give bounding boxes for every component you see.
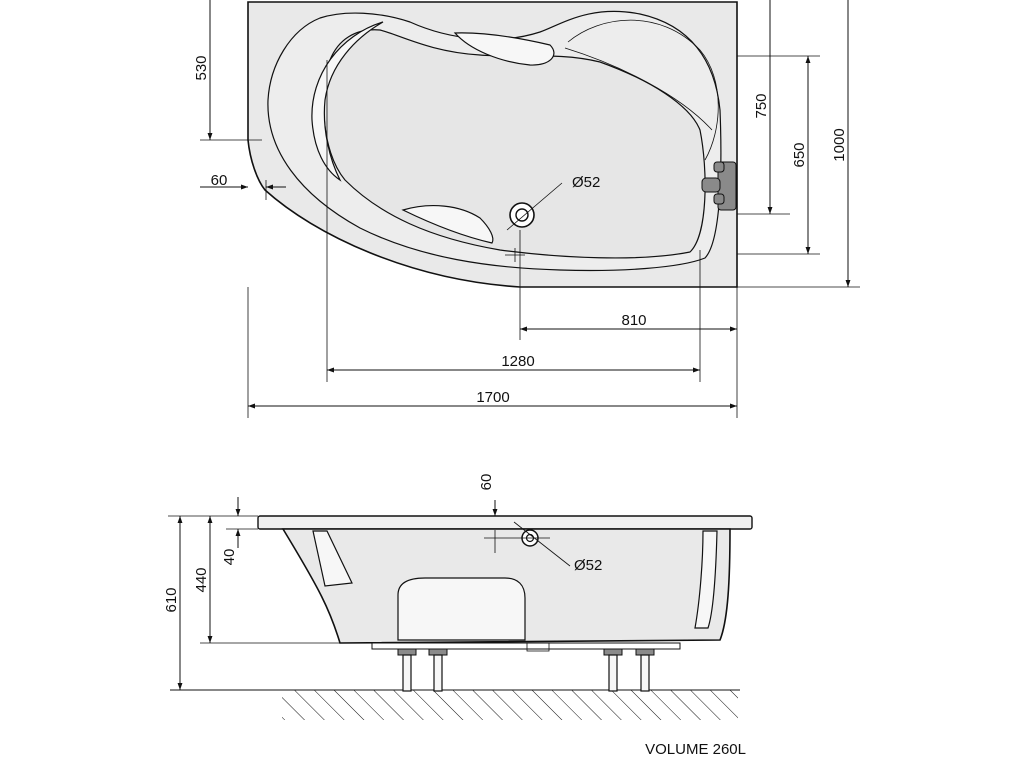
feet-base (371, 642, 681, 650)
label-60-plan: 60 (211, 172, 228, 189)
label-1000: 1000 (831, 128, 848, 161)
tub-basin-plan (323, 29, 706, 259)
headrest-top (453, 32, 555, 66)
floor-hatch (282, 690, 738, 720)
overflow (484, 521, 571, 567)
drain (505, 182, 563, 262)
label-40: 40 (221, 549, 238, 566)
side-panel-right (694, 530, 718, 629)
tap-fitting (701, 161, 737, 211)
label-530: 530 (193, 55, 210, 80)
side-panel-left (312, 530, 353, 587)
feet (397, 648, 655, 692)
label-810: 810 (621, 312, 646, 329)
label-650: 650 (791, 142, 808, 167)
label-drain: Ø52 (572, 174, 600, 191)
headrest-bottom (401, 205, 494, 244)
label-440: 440 (193, 567, 210, 592)
seat-bump (397, 577, 526, 641)
label-1280: 1280 (501, 353, 534, 370)
tub-rim-side (257, 515, 753, 530)
right-contour (567, 19, 719, 161)
label-60-side: 60 (478, 474, 495, 491)
right-contour-inner (564, 47, 713, 131)
backrest-left (311, 21, 384, 182)
plan-view: 1700 1280 810 60 Ø52 530 750 650 1000 (193, 0, 860, 418)
label-750: 750 (753, 93, 770, 118)
side-view: 610 440 40 60 Ø52 (163, 474, 753, 720)
label-1700: 1700 (476, 389, 509, 406)
volume-label: VOLUME 260L (645, 741, 746, 758)
label-overflow: Ø52 (574, 557, 602, 574)
label-610: 610 (163, 587, 180, 612)
